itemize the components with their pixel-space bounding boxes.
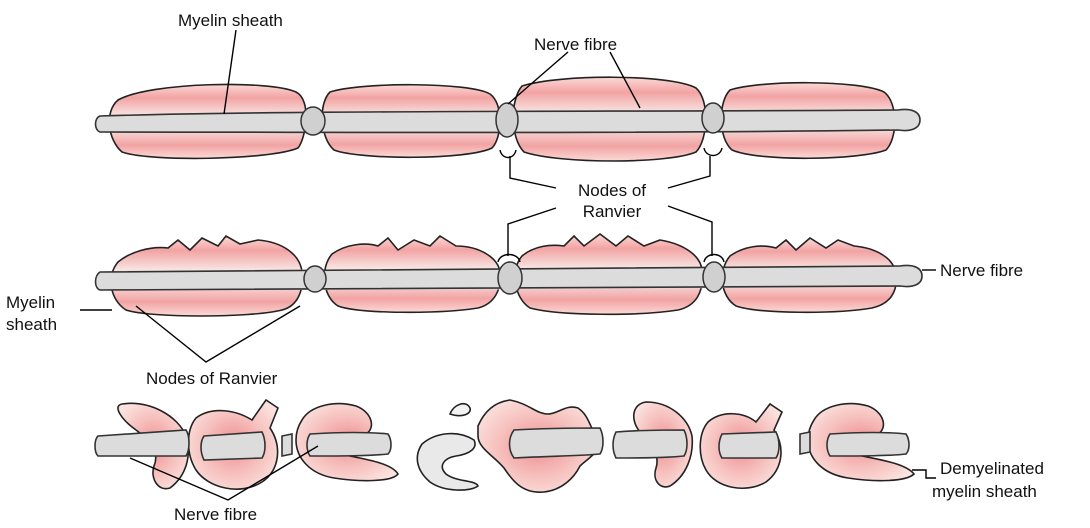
nerve-fibre-segment [282,434,292,456]
label-demyelinated-line1: Demyelinated [940,459,1044,478]
node-gap-arc [704,255,724,263]
label-nodes-of-ranvier-line1: Nodes of [578,181,646,200]
healthy-fibre-panel [96,77,921,161]
label-nerve-fibre-bottom: Nerve fibre [174,505,257,524]
label-nodes-of-ranvier-line2: Ranvier [583,202,642,221]
demyelinated-fibre-panel [95,400,914,492]
node-gap-arc [498,255,520,263]
label-nodes-of-ranvier-lower: Nodes of Ranvier [146,369,278,388]
label-nerve-fibre-middle: Nerve fibre [940,261,1023,280]
nerve-fibre-segment [201,432,265,460]
label-myelin-sheath-top: Myelin sheath [178,11,283,30]
nerve-fibre-segment [613,430,687,458]
label-nerve-fibre-top: Nerve fibre [534,35,617,54]
myelin-fragment [417,434,478,490]
node-of-ranvier [703,262,725,292]
label-myelin-sheath-left-line1: Myelin [6,293,55,312]
label-demyelinated-line2: myelin sheath [932,482,1037,501]
node-of-ranvier [301,107,325,135]
myelin-fragment [450,404,470,416]
nerve-fibre-segment [827,433,909,457]
nerve-fibre-segment [307,433,391,457]
nerve-fibre-segment [719,432,779,458]
node-gap-arc [704,148,722,156]
nerve-fibre-segment [800,432,810,454]
damaged-fibre-panel [96,234,923,316]
label-myelin-sheath-left-line2: sheath [6,315,57,334]
node-of-ranvier [496,103,518,137]
node-gap-arc [500,150,516,158]
node-of-ranvier [304,266,326,292]
nerve-fibre-segment [95,430,189,456]
node-of-ranvier [702,103,724,133]
nerve-fibre-segment [510,428,604,458]
node-of-ranvier [498,262,522,294]
